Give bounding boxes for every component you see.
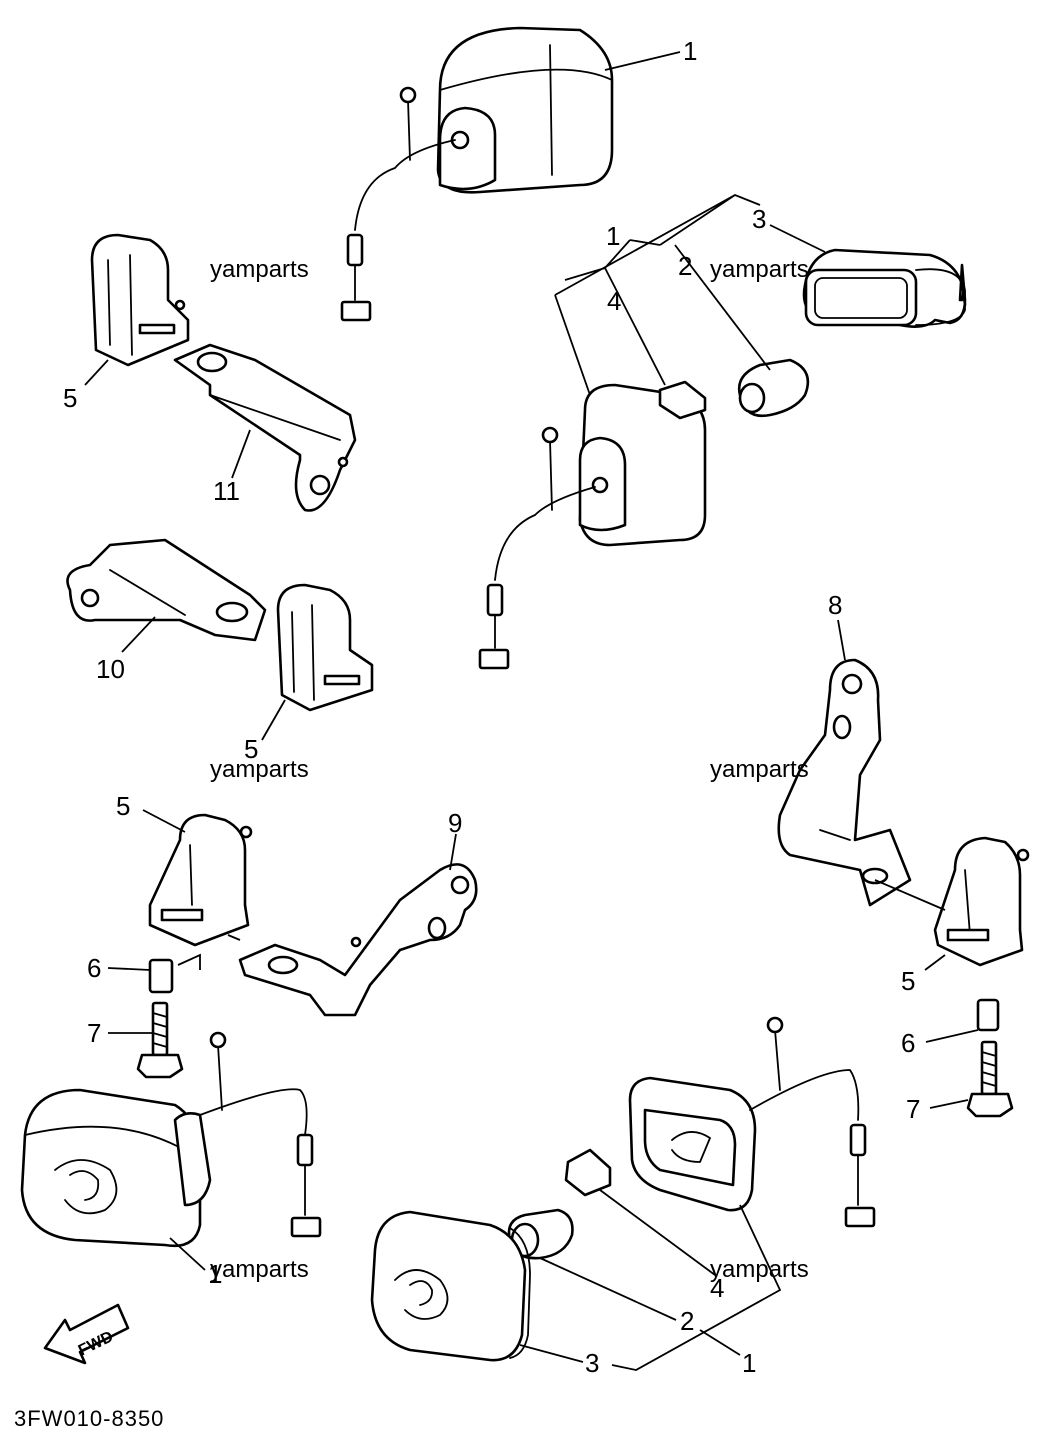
socket-4-bottom (564, 1148, 612, 1197)
watermark: yamparts (210, 1256, 309, 1283)
watermarks: yamparts yamparts yamparts yamparts yamp… (210, 256, 809, 1283)
lens-3-right (802, 248, 967, 328)
callout-1-right: 1 (606, 221, 620, 251)
flasher-housing-bottom (628, 1016, 876, 1228)
callout-6-right: 6 (901, 1028, 915, 1058)
callout-4-bottom: 4 (710, 1273, 724, 1303)
callout-4-right: 4 (607, 286, 621, 316)
holder-right (933, 836, 1030, 967)
callout-1-top: 1 (683, 36, 697, 66)
stay-11 (173, 343, 357, 512)
bolt-7-left (136, 1001, 184, 1079)
callout-3-bottom: 3 (585, 1348, 599, 1378)
flasher-light-bottom-left (20, 1031, 322, 1248)
callout-5-lower-left: 5 (116, 791, 130, 821)
callout-2-right: 2 (678, 251, 692, 281)
holder-middle-left (276, 583, 374, 712)
collar-6-left (148, 958, 174, 994)
holder-lower-left (148, 813, 253, 947)
flasher-light-top (340, 26, 614, 322)
holder-top-left (90, 233, 190, 367)
callout-labels: 1 1 1 1 2 2 3 3 4 4 5 5 5 5 6 6 7 7 8 9 … (63, 36, 920, 1378)
watermark: yamparts (210, 756, 309, 783)
watermark: yamparts (710, 256, 809, 283)
callout-5-right: 5 (901, 966, 915, 996)
callout-5-top-left: 5 (63, 383, 77, 413)
socket-4-right (658, 380, 707, 420)
lens-3-bottom (370, 1210, 531, 1362)
callout-3-right: 3 (752, 204, 766, 234)
callout-7-right: 7 (906, 1094, 920, 1124)
stay-9 (238, 863, 478, 1017)
callout-9: 9 (448, 808, 462, 838)
collar-6-right (976, 998, 1000, 1032)
watermark: yamparts (710, 756, 809, 783)
bulb-2-right (737, 358, 810, 418)
bolt-7-right (966, 1040, 1014, 1118)
callout-11: 11 (213, 476, 240, 506)
stay-10 (66, 538, 267, 642)
callout-6-left: 6 (87, 953, 101, 983)
watermark: yamparts (210, 256, 309, 283)
callout-10: 10 (96, 654, 125, 684)
flasher-light-right (478, 383, 707, 670)
diagram-code: 3FW010-8350 (14, 1406, 164, 1431)
callout-1-bottom: 1 (742, 1348, 756, 1378)
callout-1-bottom-left: 1 (208, 1259, 222, 1289)
watermark: yamparts (710, 1256, 809, 1283)
fwd-arrow-icon: FWD (43, 1303, 130, 1365)
leader-lines (84, 51, 979, 1371)
callout-7-left: 7 (87, 1018, 101, 1048)
callout-8: 8 (828, 590, 842, 620)
callout-2-bottom: 2 (680, 1306, 694, 1336)
callout-5-middle-left: 5 (244, 734, 258, 764)
stay-8 (777, 658, 912, 907)
